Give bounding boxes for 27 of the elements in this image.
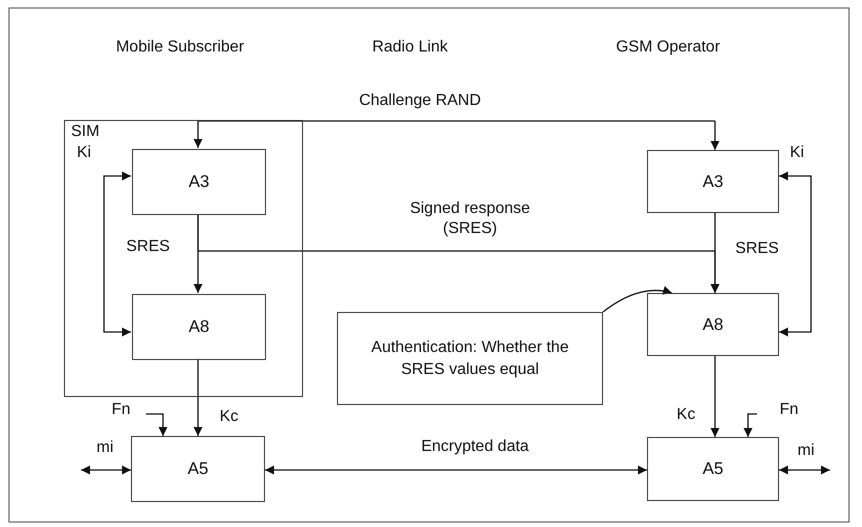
group-title: SIM (71, 123, 100, 141)
process-box: A5 (647, 437, 779, 501)
arrow (81, 466, 131, 474)
arrow (194, 120, 715, 148)
edge-label: Challenge RAND (359, 91, 481, 111)
arrow (779, 172, 812, 336)
group-box (64, 120, 303, 397)
note-box: Authentication: Whether the SRES values equal (337, 312, 603, 405)
process-box: A5 (131, 436, 265, 502)
arrow (710, 213, 720, 293)
arrow (744, 413, 757, 437)
process-box: A8 (132, 294, 266, 360)
column-heading: Radio Link (372, 37, 448, 57)
column-heading: Mobile Subscriber (116, 37, 244, 57)
arrow (710, 356, 720, 437)
edge-label: Encrypted data (421, 437, 529, 457)
process-box: A3 (647, 150, 779, 213)
arrow (265, 466, 647, 474)
column-heading: GSM Operator (616, 37, 720, 57)
arrow (103, 172, 131, 336)
arrow (779, 466, 830, 474)
arrow (194, 359, 202, 436)
arrow (710, 121, 720, 150)
process-box: A8 (647, 293, 779, 356)
leader-line (602, 286, 672, 313)
arrow (146, 413, 168, 436)
process-box: A3 (132, 149, 266, 215)
